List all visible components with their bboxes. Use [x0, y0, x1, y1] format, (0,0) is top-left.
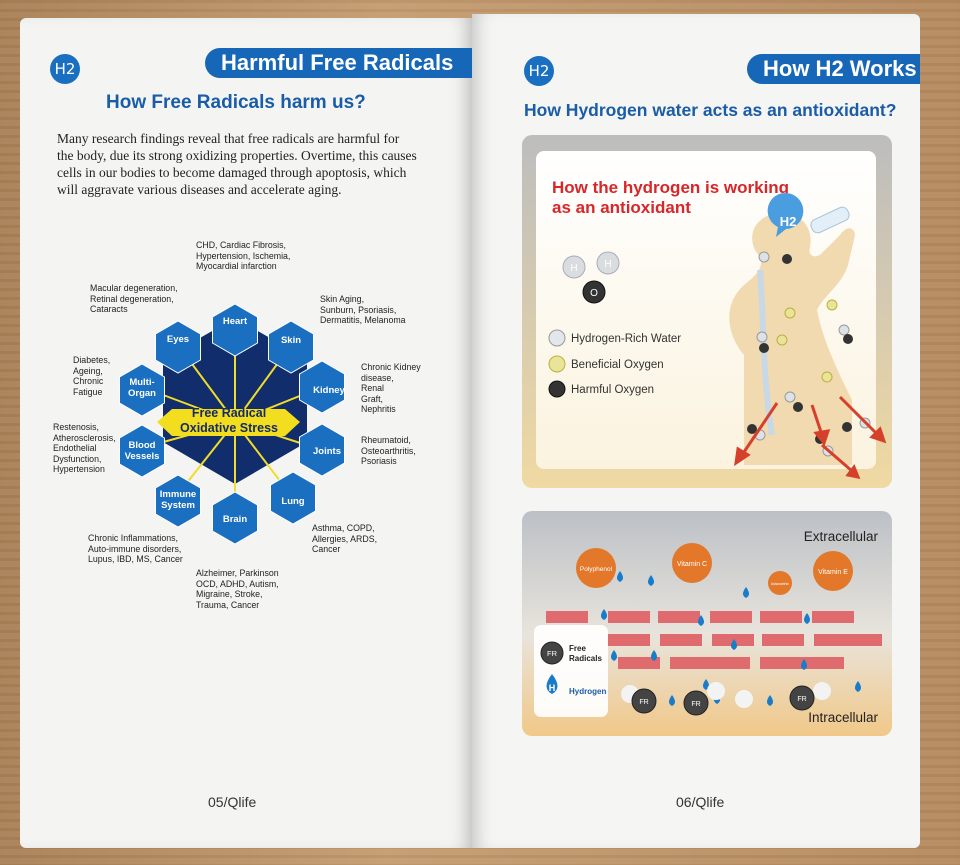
- legend-beneficial-oxygen: Beneficial Oxygen: [571, 359, 664, 371]
- paragraph-line: cells in our bodies to become damaged th…: [57, 165, 407, 180]
- organ-label-system: System: [161, 500, 195, 511]
- organ-hexagon-lung: [270, 471, 316, 525]
- antioxidant-label: Astaxanthin: [771, 582, 789, 586]
- right-page: H2 How H2 Works How Hydrogen water acts …: [472, 14, 920, 848]
- legend-box: [534, 625, 608, 717]
- oxygen-atom-icon: [582, 280, 606, 304]
- organ-label-kidney: Kidney: [313, 385, 345, 396]
- free-radical-icons: [631, 685, 815, 716]
- organ-label-organ: Organ: [128, 388, 156, 399]
- organ-label-immune: Immune: [160, 489, 196, 500]
- organ-hexagon-heart: [212, 303, 258, 357]
- page-number: 05/Qlife: [208, 794, 257, 810]
- intracellular-label: Intracellular: [808, 710, 878, 725]
- organ-hexagon-eyes: [155, 320, 201, 374]
- panel-title-line2: as an antioxidant: [552, 198, 691, 217]
- legend-free-radicals-line2: Radicals: [569, 654, 602, 663]
- red-arrows: [734, 395, 887, 480]
- organ-label-joints: Joints: [313, 446, 341, 457]
- organ-hexagon-immune-system: [155, 474, 201, 528]
- organ-hexagon-brain: [212, 491, 258, 545]
- svg-text:FR: FR: [691, 701, 700, 708]
- legend-harmful-oxygen: Harmful Oxygen: [571, 384, 654, 396]
- legend-h-text: H: [549, 683, 556, 693]
- free-radical-diagram: Free Radical Oxidative Stress Heart Skin…: [119, 303, 346, 545]
- organ-hexagon-multi-organ: [119, 363, 165, 417]
- cell-membrane-bricks: [546, 611, 882, 669]
- h2-speech-bubble: [767, 193, 804, 237]
- atom-label: O: [590, 288, 598, 299]
- legend-hydrogen-label: Hydrogen: [569, 687, 606, 696]
- organ-hexagon-skin: [268, 320, 314, 374]
- paragraph-line: will aggravate various diseases and acce…: [57, 182, 342, 197]
- organ-label-heart: Heart: [223, 316, 248, 327]
- cell-membrane-panel: Extracellular Intracellular Polyphenol V…: [522, 511, 892, 736]
- h2-bubble-label: H2: [780, 214, 797, 229]
- page-number: 06/Qlife: [676, 794, 725, 810]
- hydrogen-antioxidant-panel: How the hydrogen is working as an antiox…: [522, 135, 892, 488]
- beneficial-oxygen-icon: [548, 355, 566, 373]
- center-label-line1: Free Radical: [192, 406, 266, 420]
- disease-list-heart: CHD, Cardiac Fibrosis,Hypertension, Isch…: [196, 240, 291, 271]
- organ-label-lung: Lung: [281, 496, 304, 507]
- hydrogen-rich-water-icon: [548, 329, 566, 347]
- antioxidant-vitamin-e: [813, 551, 853, 591]
- free-radical-legend-icon: [540, 641, 564, 665]
- svg-text:FR: FR: [797, 696, 806, 703]
- antioxidant-label: Vitamin E: [818, 569, 848, 576]
- legend-fr-text: FR: [547, 649, 558, 658]
- panel-title-line1: How the hydrogen is working: [552, 178, 789, 197]
- extracellular-label: Extracellular: [804, 529, 879, 544]
- paragraph-line: Many research findings reveal that free …: [57, 131, 400, 146]
- disease-list-joints: Rheumatoid,Osteoarthritis,Psoriasis: [361, 435, 416, 466]
- hydrogen-drops: [601, 571, 861, 706]
- paragraph-line: the body, due its strong oxidizing prope…: [57, 148, 417, 163]
- page-banner-title: How H2 Works: [747, 54, 920, 84]
- disease-list-eyes: Macular degeneration,Retinal degeneratio…: [90, 283, 178, 314]
- antioxidant-vitamin-c: [672, 543, 712, 583]
- body-molecules: [747, 251, 871, 457]
- intro-paragraph: Many research findings reveal that free …: [57, 130, 437, 198]
- organ-hexagon-blood-vessels: [119, 424, 165, 478]
- disease-list-skin: Skin Aging,Sunburn, Psoriasis,Dermatitis…: [320, 294, 406, 325]
- organ-label-skin: Skin: [281, 335, 301, 346]
- antioxidant-astaxanthin: [768, 571, 792, 595]
- disease-list-lung: Asthma, COPD,Allergies, ARDS,Cancer: [312, 523, 378, 554]
- legend-free-radicals-line1: Free: [569, 644, 586, 653]
- center-label-box: [157, 409, 300, 436]
- h2-logo-icon: H2: [50, 54, 80, 84]
- organ-hexagon-joints: [299, 423, 345, 477]
- left-page: H2 Harmful Free Radicals How Free Radica…: [20, 18, 472, 848]
- organ-label-brain: Brain: [223, 514, 247, 525]
- page-banner-title: Harmful Free Radicals: [205, 48, 472, 78]
- center-label-line2: Oxidative Stress: [180, 421, 278, 435]
- legend-hydrogen-rich-water: Hydrogen-Rich Water: [571, 333, 681, 345]
- h2-logo-icon: H2: [524, 56, 554, 86]
- page-subtitle: How Hydrogen water acts as an antioxidan…: [524, 100, 897, 120]
- antioxidant-polyphenol: [576, 548, 616, 588]
- antioxidant-label: Polyphenol: [580, 566, 613, 573]
- atom-label: H: [570, 263, 577, 274]
- svg-text:FR: FR: [639, 699, 648, 706]
- disease-list-immune: Chronic Inflammations,Auto-immune disord…: [88, 533, 183, 564]
- organ-label-blood: Blood: [129, 440, 156, 451]
- organ-label-vessels: Vessels: [125, 451, 160, 462]
- atom-label: H: [604, 259, 611, 270]
- harmful-oxygen-icon: [548, 380, 566, 398]
- organ-label-eyes: Eyes: [167, 334, 189, 345]
- organ-hexagon-kidney: [299, 360, 345, 414]
- hydrogen-legend-drop-icon: [546, 674, 558, 694]
- antioxidant-label: Vitamin C: [677, 561, 707, 568]
- page-subtitle: How Free Radicals harm us?: [106, 92, 366, 113]
- hydrogen-atom-icon: [562, 255, 586, 279]
- hydrogen-atom-icon: [596, 251, 620, 275]
- fr-labels: FR FR FR: [639, 696, 806, 708]
- water-bottle: [810, 206, 850, 234]
- organ-label-multi: Multi-: [129, 377, 154, 388]
